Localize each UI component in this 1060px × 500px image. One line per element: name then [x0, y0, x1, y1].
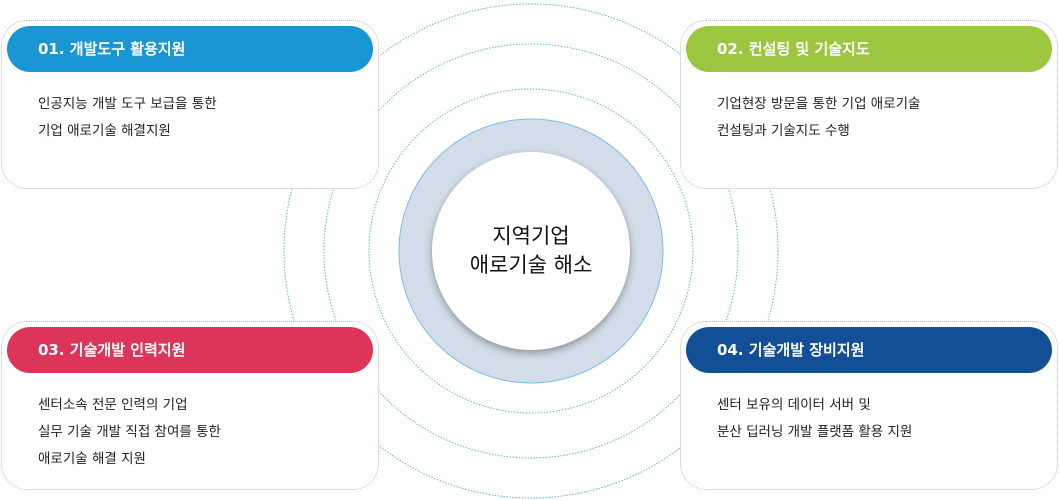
desc-line: 분산 딥러닝 개발 플랫폼 활용 지원: [717, 424, 913, 440]
card-description: 인공지능 개발 도구 보급을 통한 기업 애로기술 해결지원: [38, 91, 217, 145]
desc-line: 기업 애로기술 해결지원: [38, 123, 171, 139]
desc-line: 센터소속 전문 인력의 기업: [38, 397, 188, 413]
card-title: 01. 개발도구 활용지원: [7, 26, 373, 72]
card-equipment: 04. 기술개발 장비지원 센터 보유의 데이터 서버 및 분산 딥러닝 개발 …: [680, 321, 1058, 490]
desc-line: 컨설팅과 기술지도 수행: [717, 123, 850, 139]
desc-line: 애로기술 해결 지원: [38, 451, 146, 467]
card-consulting: 02. 컨설팅 및 기술지도 기업현장 방문을 통한 기업 애로기술 컨설팅과 …: [680, 20, 1058, 189]
card-title: 04. 기술개발 장비지원: [686, 327, 1052, 373]
ring-middle: [323, 43, 739, 459]
ring-inner: [368, 88, 694, 414]
desc-line: 실무 기술 개발 직접 참여를 통한: [38, 424, 221, 440]
card-title: 03. 기술개발 인력지원: [7, 327, 373, 373]
center-title-line2: 애로기술 해소: [469, 253, 593, 277]
center-circle: 지역기업 애로기술 해소: [432, 152, 630, 350]
desc-line: 기업현장 방문을 통한 기업 애로기술: [717, 96, 921, 112]
desc-line: 센터 보유의 데이터 서버 및: [717, 397, 871, 413]
card-description: 기업현장 방문을 통한 기업 애로기술 컨설팅과 기술지도 수행: [717, 91, 920, 145]
card-description: 센터 보유의 데이터 서버 및 분산 딥러닝 개발 플랫폼 활용 지원: [717, 392, 912, 446]
card-title: 02. 컨설팅 및 기술지도: [686, 26, 1052, 72]
card-personnel: 03. 기술개발 인력지원 센터소속 전문 인력의 기업 실무 기술 개발 직접…: [1, 321, 379, 490]
card-description: 센터소속 전문 인력의 기업 실무 기술 개발 직접 참여를 통한 애로기술 해…: [38, 392, 221, 473]
ring-outer: [283, 3, 779, 499]
card-dev-tools: 01. 개발도구 활용지원 인공지능 개발 도구 보급을 통한 기업 애로기술 …: [1, 20, 379, 189]
center-title-line1: 지역기업: [492, 224, 570, 248]
desc-line: 인공지능 개발 도구 보급을 통한: [38, 96, 217, 112]
